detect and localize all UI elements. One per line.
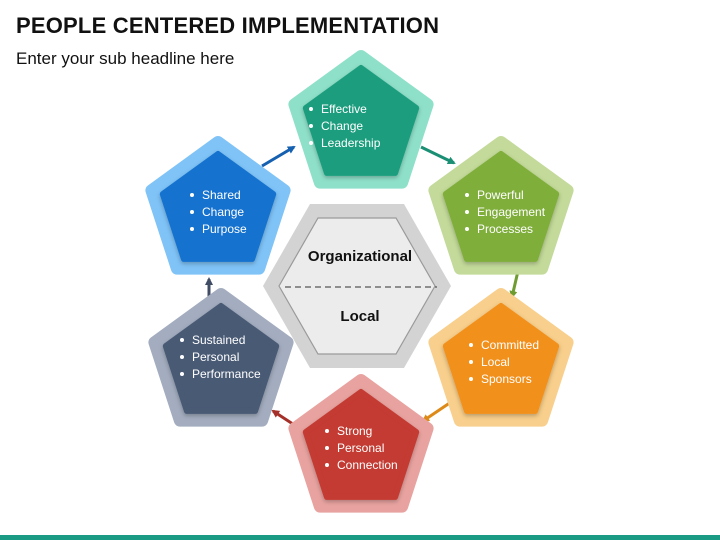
node-label: Shared — [202, 188, 241, 202]
center-top-label: Organizational — [308, 248, 412, 265]
node-label: Sponsors — [481, 372, 532, 386]
arrow-teal-to-green — [420, 145, 456, 165]
node-label: Strong — [337, 424, 372, 438]
node-label: Personal — [192, 350, 239, 364]
node-committed-local-sponsors: Committed Local Sponsors — [428, 288, 574, 427]
node-label: Engagement — [477, 205, 546, 219]
node-label: Sustained — [192, 333, 245, 347]
node-label: Committed — [481, 338, 539, 352]
center-hexagon: Organizational Local — [263, 204, 451, 368]
node-label: Effective — [321, 102, 367, 116]
node-label: Leadership — [321, 136, 381, 150]
page-title: PEOPLE CENTERED IMPLEMENTATION — [16, 13, 440, 38]
node-label: Change — [202, 205, 244, 219]
arrow-green-to-orange — [509, 270, 520, 299]
page-subtitle: Enter your sub headline here — [16, 49, 235, 68]
node-strong-personal-connection: Strong Personal Connection — [288, 374, 434, 513]
node-label: Powerful — [477, 188, 524, 202]
node-label: Processes — [477, 222, 533, 236]
node-sustained-personal-performance: Sustained Personal Performance — [148, 288, 294, 427]
node-effective-change-leadership: Effective Change Leadership — [288, 50, 434, 189]
node-label: Change — [321, 119, 363, 133]
node-label: Connection — [337, 458, 398, 472]
arrow-blue-to-teal — [261, 145, 296, 168]
center-bottom-label: Local — [340, 308, 379, 325]
node-shared-change-purpose: Shared Change Purpose — [145, 136, 291, 275]
footer-bar — [0, 535, 720, 540]
node-label: Personal — [337, 441, 384, 455]
node-label: Purpose — [202, 222, 247, 236]
node-powerful-engagement-processes: Powerful Engagement Processes — [428, 136, 574, 275]
node-label: Performance — [192, 367, 261, 381]
node-label: Local — [481, 355, 510, 369]
